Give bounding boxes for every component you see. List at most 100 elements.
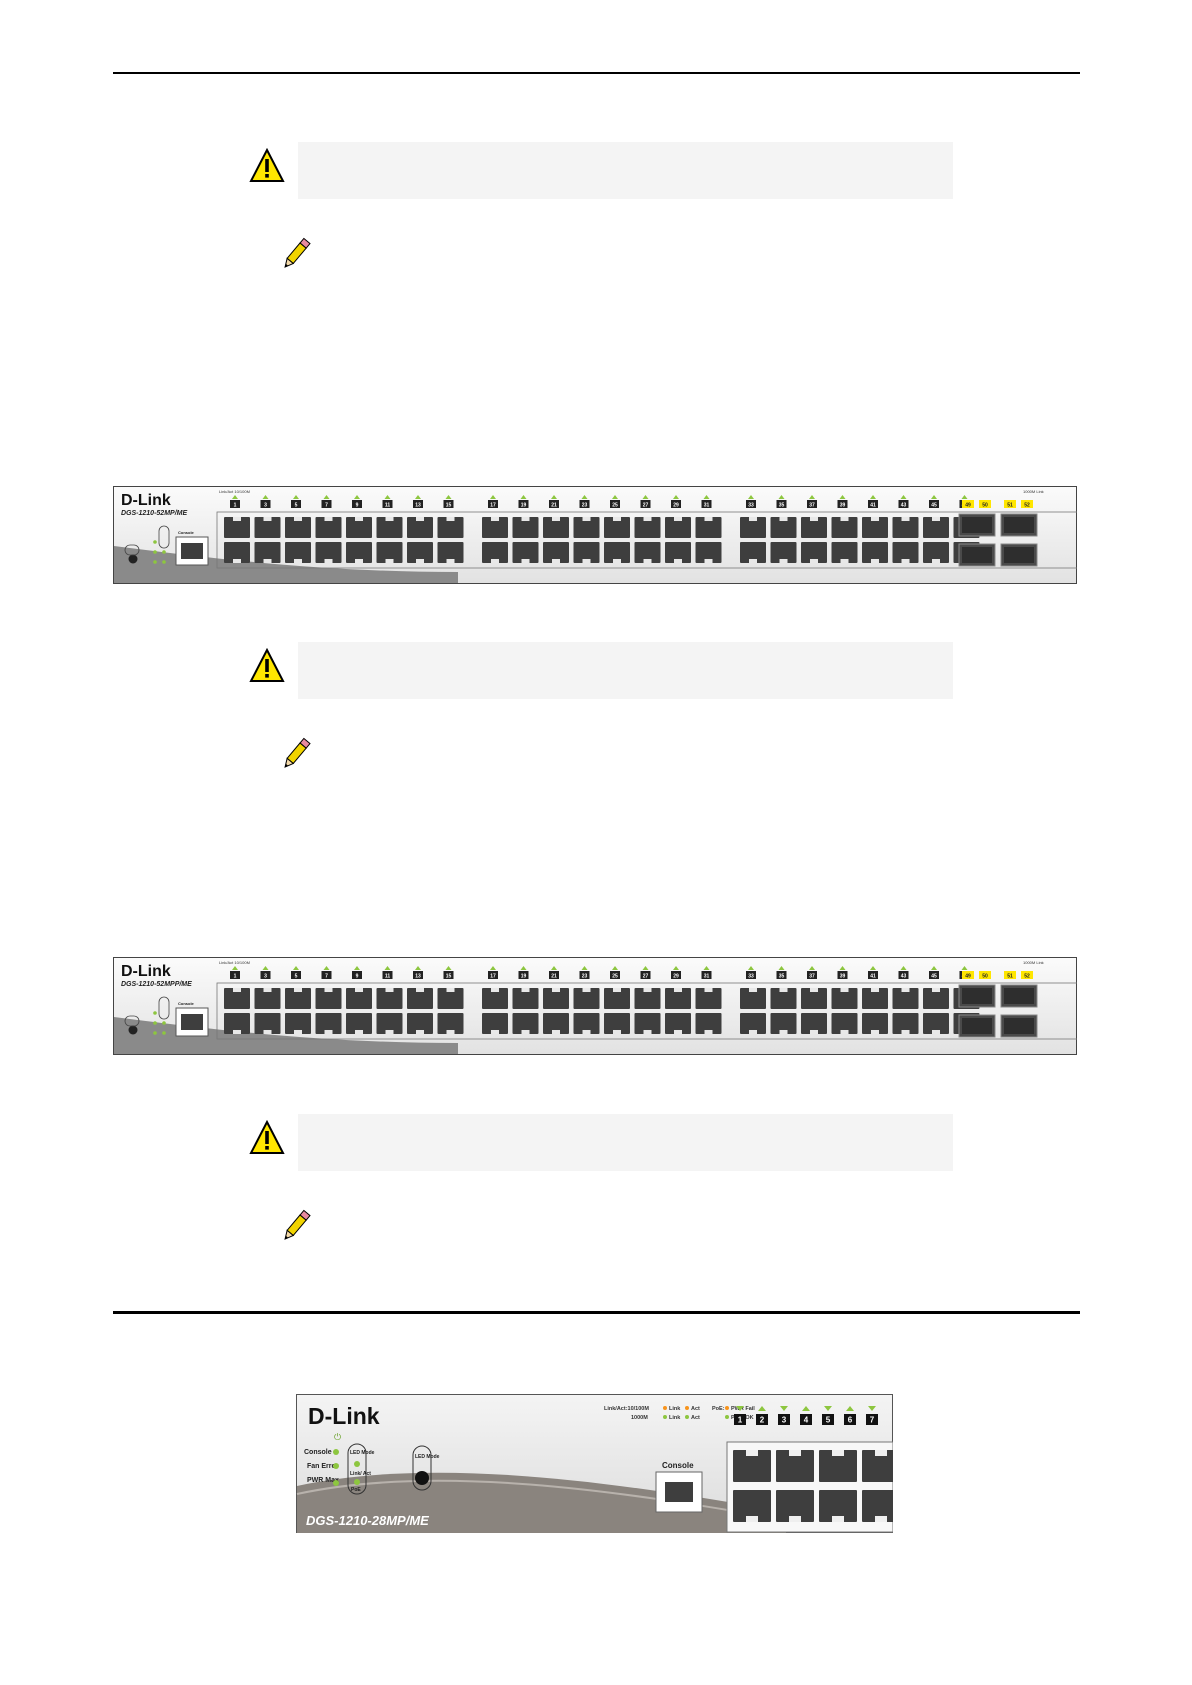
ethernet-port-15 bbox=[437, 988, 464, 1009]
port-latch bbox=[521, 517, 530, 521]
legend-act: Act bbox=[691, 1415, 700, 1421]
ethernet-port-37 bbox=[801, 517, 827, 538]
port-led bbox=[354, 966, 360, 970]
switch-panel-graphic: D-Link DGS-1210-52MP/ME Link/Act 10/100M… bbox=[113, 486, 1077, 584]
port-latch bbox=[233, 988, 241, 992]
port-number: 43 bbox=[901, 503, 907, 509]
port-latch bbox=[521, 988, 530, 992]
port-latch bbox=[932, 559, 940, 563]
port-led bbox=[323, 966, 330, 970]
port-latch bbox=[446, 988, 455, 992]
port-number-badge bbox=[352, 500, 362, 508]
port-led bbox=[581, 495, 588, 499]
ethernet-port-44 bbox=[892, 542, 919, 563]
port-led bbox=[758, 1406, 766, 1411]
port-latch bbox=[582, 559, 591, 563]
port-number-badge bbox=[776, 500, 787, 508]
port-latch bbox=[233, 559, 241, 563]
link-act-label: Link/ Act bbox=[350, 1471, 371, 1477]
console-port-label: Console bbox=[662, 1461, 694, 1470]
sfp-slot bbox=[962, 547, 992, 563]
port-number-badge bbox=[701, 971, 712, 979]
port-led bbox=[293, 495, 299, 499]
port-latch bbox=[385, 1030, 394, 1034]
port-number: 1 bbox=[738, 1416, 743, 1425]
port-number: 39 bbox=[840, 974, 846, 980]
port-latch bbox=[355, 559, 363, 563]
port-number-badge bbox=[352, 971, 362, 979]
port-led bbox=[551, 495, 557, 499]
port-latch bbox=[932, 988, 940, 992]
ethernet-port-13 bbox=[407, 988, 433, 1009]
switch-front-detail-28mp: D-Link DGS-1210-28MP/ME ⏻ Console Fan Er… bbox=[296, 1394, 900, 1533]
ethernet-port bbox=[862, 1490, 900, 1522]
port-number: 27 bbox=[643, 503, 649, 509]
status-led bbox=[153, 560, 157, 564]
port-latch bbox=[875, 1450, 887, 1456]
port-number: 41 bbox=[870, 974, 876, 980]
port-number: 31 bbox=[704, 974, 710, 980]
port-number: 43 bbox=[901, 974, 907, 980]
port-led bbox=[232, 966, 238, 970]
sfp-number-badge bbox=[962, 500, 974, 508]
sfp-number: 49 bbox=[965, 974, 971, 980]
port-number-badge bbox=[756, 1414, 768, 1425]
port-number: 15 bbox=[446, 974, 452, 980]
ethernet-port-29 bbox=[665, 517, 691, 538]
ethernet-port-23 bbox=[573, 517, 600, 538]
port-led bbox=[778, 966, 785, 970]
port-latch bbox=[704, 559, 713, 563]
port-latch bbox=[416, 1030, 424, 1034]
console-label: Console bbox=[178, 530, 195, 535]
port-latch bbox=[810, 988, 818, 992]
port-led bbox=[931, 966, 937, 970]
port-latch bbox=[521, 1030, 530, 1034]
port-latch bbox=[582, 517, 591, 521]
ethernet-port-45 bbox=[923, 988, 949, 1009]
port-number: 37 bbox=[809, 974, 815, 980]
ethernet-port-6 bbox=[285, 1013, 311, 1034]
port-number: 9 bbox=[356, 503, 359, 509]
model-label: DGS-1210-28MP/ME bbox=[306, 1513, 429, 1528]
port-latch bbox=[840, 1030, 849, 1034]
port-number: 7 bbox=[870, 1416, 875, 1425]
port-led bbox=[961, 495, 968, 499]
ethernet-port-44 bbox=[892, 1013, 919, 1034]
ethernet-port-17 bbox=[482, 517, 508, 538]
ethernet-port-21 bbox=[543, 988, 569, 1009]
ethernet-port-7 bbox=[315, 517, 342, 538]
led-mode-button-outline bbox=[412, 1445, 432, 1491]
port-led bbox=[673, 495, 679, 499]
console-led-label: Console bbox=[304, 1449, 332, 1456]
brand-logo: D-Link bbox=[121, 492, 171, 509]
port-number-badge bbox=[822, 1414, 834, 1425]
legend-pwr-fail: PWR Fail bbox=[731, 1406, 755, 1412]
port-latch bbox=[294, 988, 302, 992]
port-led bbox=[900, 966, 907, 970]
reset-button bbox=[128, 554, 138, 564]
port-latch bbox=[901, 559, 910, 563]
ethernet-port bbox=[819, 1490, 857, 1522]
sfp-slot bbox=[1004, 547, 1034, 563]
port-led bbox=[612, 966, 618, 970]
led-mode-button-label: LED Mode bbox=[415, 1454, 440, 1460]
port-number: 45 bbox=[931, 974, 937, 980]
port-latch bbox=[789, 1516, 801, 1522]
port-number-badge bbox=[230, 971, 240, 979]
pwr-max-led bbox=[333, 1480, 339, 1486]
port-latch bbox=[779, 559, 788, 563]
port-latch bbox=[901, 517, 910, 521]
ethernet-port-27 bbox=[634, 988, 661, 1009]
legend-link: Link bbox=[669, 1415, 681, 1421]
port-number-badge bbox=[488, 971, 498, 979]
port-led bbox=[490, 495, 496, 499]
port-number-badge bbox=[610, 500, 620, 508]
sfp-number: 51 bbox=[1007, 974, 1013, 980]
port-led bbox=[839, 966, 846, 970]
port-latch bbox=[446, 517, 455, 521]
port-number-badge bbox=[868, 971, 878, 979]
poe-led bbox=[354, 1479, 360, 1485]
ethernet-port-35 bbox=[770, 517, 797, 538]
port-latch bbox=[643, 517, 652, 521]
port-latch bbox=[871, 559, 879, 563]
